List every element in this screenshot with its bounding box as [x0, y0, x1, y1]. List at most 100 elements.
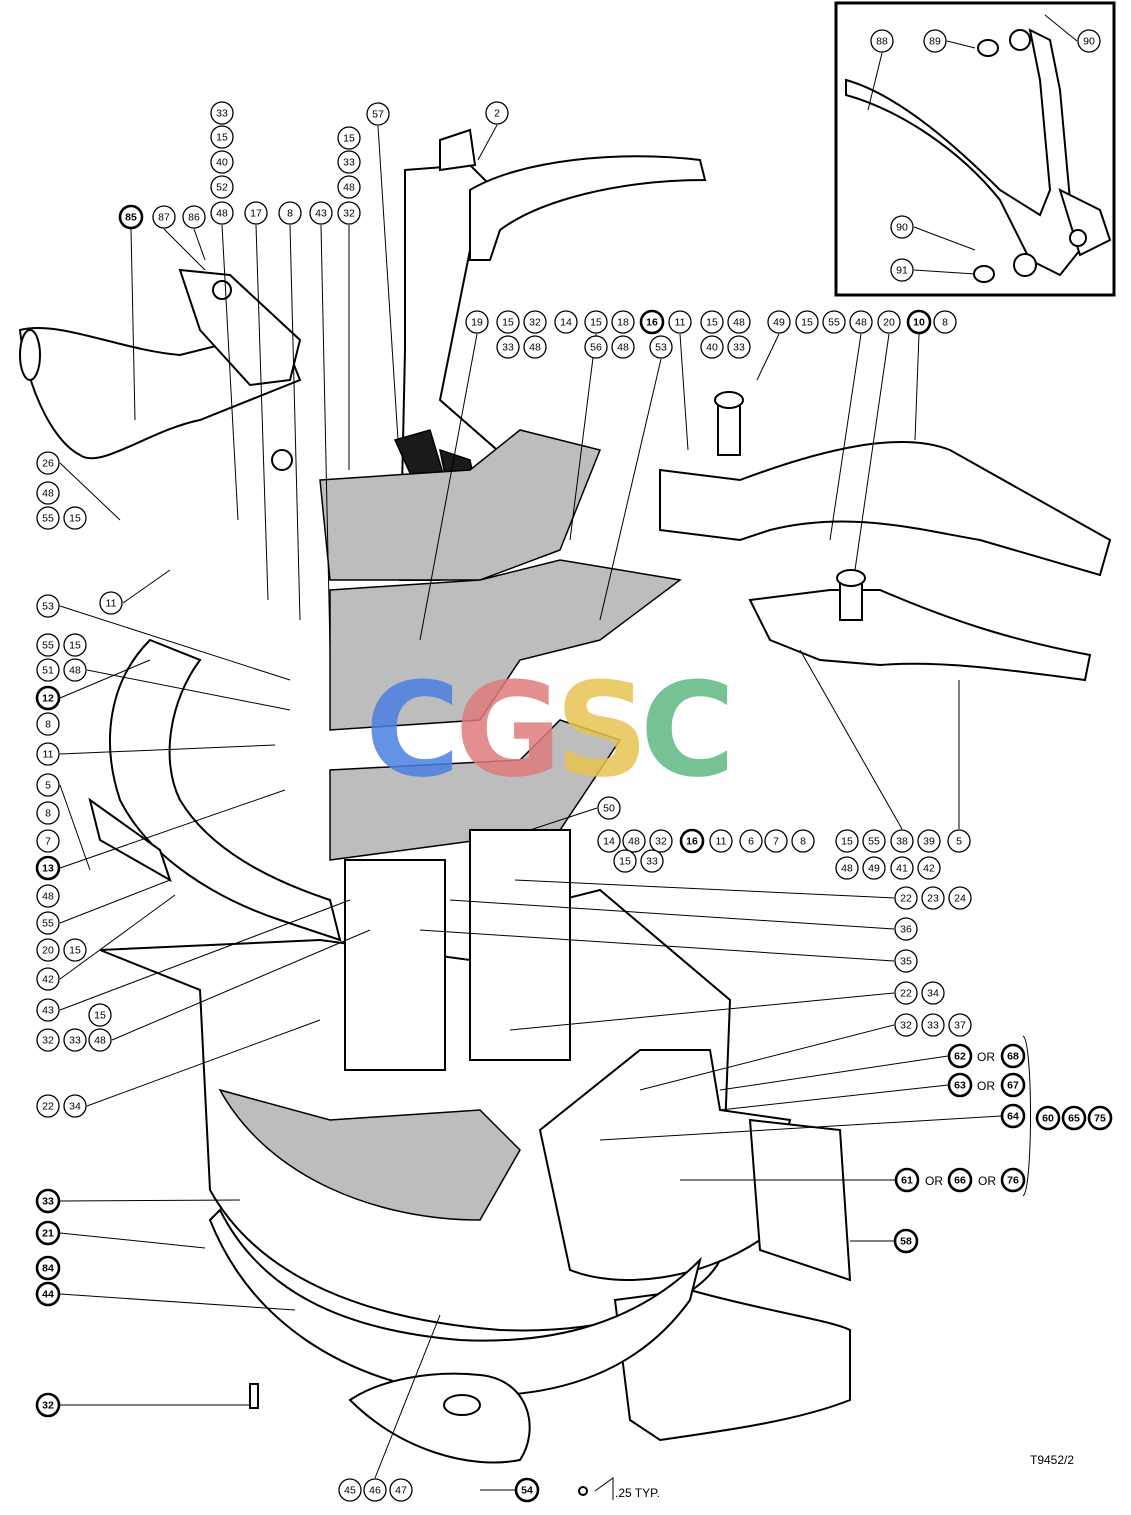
callout-number: 65	[1068, 1113, 1080, 1125]
leader-c71	[529, 807, 598, 831]
callout-12: 12	[35, 685, 61, 711]
callout-number: 6	[748, 836, 754, 848]
callout-11: 11	[668, 310, 692, 334]
leader-c52	[59, 659, 151, 699]
leader-c63	[59, 894, 176, 980]
leader-c103	[719, 1084, 949, 1111]
callout-number: 68	[1007, 1051, 1019, 1063]
callout-number: 15	[619, 856, 631, 868]
callout-number: 55	[828, 317, 840, 329]
leader-lines	[59, 14, 1078, 1491]
callout-number: 8	[45, 719, 51, 731]
callout-number: 48	[216, 208, 228, 220]
callout-number: 15	[801, 317, 813, 329]
callout-15: 15	[700, 310, 724, 334]
callout-number: 15	[841, 836, 853, 848]
callout-13: 13	[35, 855, 61, 881]
callout-22: 22	[36, 1094, 60, 1118]
callout-number: 55	[868, 836, 880, 848]
callout-87: 87	[152, 205, 176, 229]
callout-42: 42	[36, 967, 60, 991]
callout-48: 48	[210, 201, 234, 225]
callout-47: 47	[389, 1478, 413, 1502]
leader-c38	[829, 333, 862, 541]
callout-number: 13	[42, 863, 54, 875]
callout-number: 23	[927, 893, 939, 905]
callout-42: 42	[917, 856, 941, 880]
callout-11: 11	[36, 742, 60, 766]
lower-plate	[329, 719, 622, 861]
callout-number: 8	[800, 836, 806, 848]
callout-20: 20	[877, 310, 901, 334]
callout-number: 24	[954, 893, 966, 905]
callout-40: 40	[210, 150, 234, 174]
callout-53: 53	[36, 594, 60, 618]
callout-number: 63	[954, 1080, 966, 1092]
callout-23: 23	[921, 886, 945, 910]
callout-number: 55	[42, 918, 54, 930]
leader-c125	[913, 226, 976, 251]
callout-18: 18	[611, 310, 635, 334]
callout-number: 40	[706, 342, 718, 354]
callout-number: 55	[42, 640, 54, 652]
callout-5: 5	[36, 773, 60, 797]
callout-36: 36	[894, 917, 918, 941]
callout-8: 8	[933, 310, 957, 334]
callout-number: 15	[216, 132, 228, 144]
callout-15: 15	[613, 849, 637, 873]
leader-c06	[377, 125, 399, 441]
svg-text:C: C	[365, 654, 460, 806]
callout-number: 32	[42, 1400, 54, 1412]
callout-46: 46	[363, 1478, 387, 1502]
callout-number: 15	[69, 640, 81, 652]
callout-number: 20	[42, 945, 54, 957]
callout-15: 15	[835, 829, 859, 853]
callout-51: 51	[36, 658, 60, 682]
leader-c39	[854, 333, 890, 571]
callout-63: 63	[947, 1072, 973, 1098]
callout-number: 11	[716, 836, 727, 848]
callout-44: 44	[35, 1281, 61, 1307]
callout-number: 33	[646, 856, 658, 868]
leader-c55	[59, 784, 91, 871]
callout-49: 49	[862, 856, 886, 880]
callout-33: 33	[210, 101, 234, 125]
svg-text:C: C	[640, 654, 735, 806]
callout-number: 55	[42, 513, 54, 525]
callout-33: 33	[63, 1028, 87, 1052]
callout-10: 10	[906, 309, 932, 335]
callout-number: 40	[216, 157, 228, 169]
callout-43: 43	[309, 201, 333, 225]
callout-number: 49	[868, 863, 880, 875]
leader-c30	[599, 358, 662, 621]
leader-c116	[59, 1293, 296, 1311]
callout-number: 14	[603, 836, 615, 848]
upper-plate	[319, 429, 602, 581]
callout-15: 15	[63, 938, 87, 962]
leader-c17	[320, 224, 331, 651]
callout-16: 16	[639, 309, 665, 335]
callout-66: 66	[947, 1167, 973, 1193]
callout-number: 36	[900, 924, 912, 936]
callout-45: 45	[338, 1478, 362, 1502]
leader-c95	[419, 929, 895, 962]
watermark-logo: C G S C	[365, 654, 735, 806]
leader-c24	[569, 333, 597, 541]
callout-43: 43	[36, 998, 60, 1022]
callout-38: 38	[890, 829, 914, 853]
callout-number: 51	[42, 665, 54, 677]
callout-33: 33	[337, 150, 361, 174]
callout-49: 49	[767, 310, 791, 334]
callout-55: 55	[36, 506, 60, 530]
callout-53: 53	[649, 335, 673, 359]
callout-90: 90	[1077, 29, 1101, 53]
leader-c07	[477, 124, 498, 161]
leader-c70	[86, 1019, 321, 1107]
callout-number: 15	[590, 317, 602, 329]
callout-48: 48	[611, 335, 635, 359]
blade-guard-plate	[538, 1049, 852, 1282]
leader-c113	[59, 1199, 241, 1202]
callout-86: 86	[182, 205, 206, 229]
callout-33: 33	[727, 335, 751, 359]
